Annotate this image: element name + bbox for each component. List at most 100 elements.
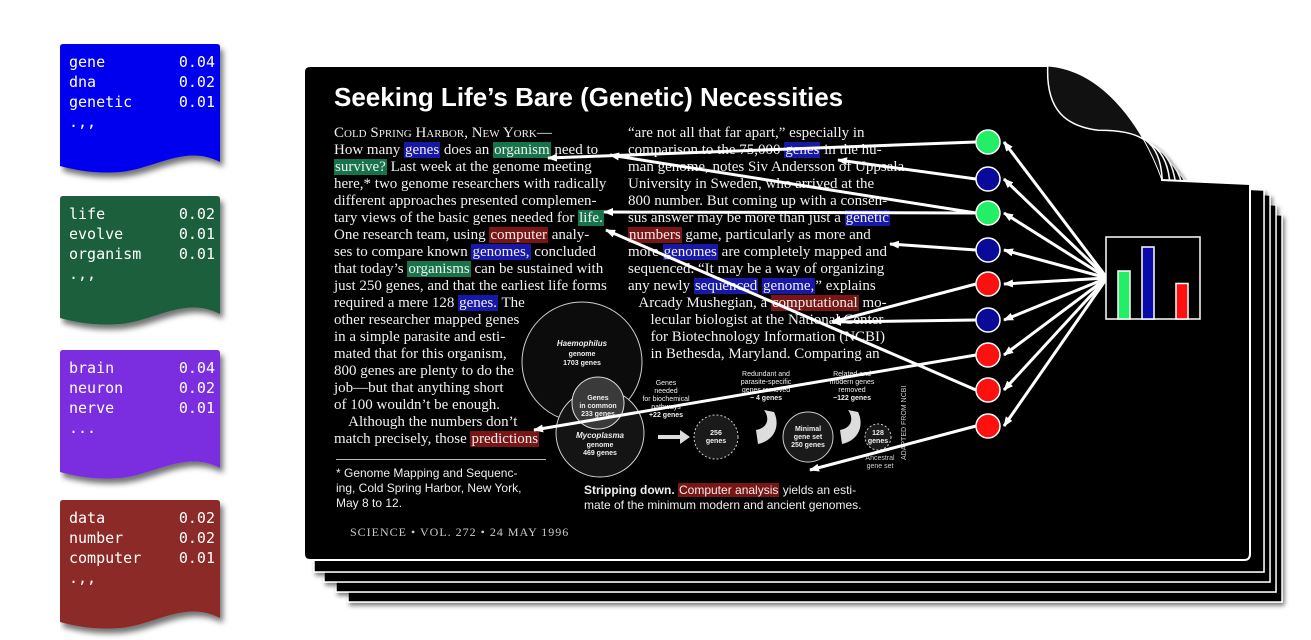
proportion-to-node-arrow [1002,277,1109,427]
article-text: any newly [628,278,694,294]
note-redundant: Redundant and [742,371,790,378]
ancestral-label: gene set [867,463,894,470]
minimal-label: 250 genes [791,442,825,449]
article-line: University in Sweden, who arrived at the [628,176,918,193]
topic-word-row: number 0.02 [69,528,215,548]
ancestral-128-label: 128 [872,430,884,437]
topic-assignment-node [975,307,1001,333]
footnote-line: May 8 to 12. [336,496,403,510]
proportion-to-node-arrow [1002,177,1109,280]
minimal-label: Minimal [795,426,821,433]
topic-proportion-bar [1117,270,1131,320]
article-text: need to [550,142,599,158]
topic-assignment-node [975,271,1001,297]
article-line: of 100 wouldn’t be enough. [334,397,609,414]
footnote-line: ing, Cold Spring Harbor, New York, [336,481,522,495]
article-line: How many genes does an organism need to [334,142,609,159]
ancestral-label: Ancestral [865,455,895,462]
caption-highlight: Computer analysis [678,483,780,497]
article-text: different approaches presented complemen… [334,193,597,209]
article-line: different approaches presented complemen… [334,193,609,210]
common-label: in common [579,403,616,410]
topic-proportion-bars [1117,246,1189,320]
note-redundant: parasite-specific [741,379,792,386]
topic-term: evolve [69,225,124,243]
topic-weight: 0.02 [178,529,215,547]
article-text: analy- [548,227,590,243]
article-text: How many [334,142,404,158]
topic-weight: 0.02 [178,205,215,223]
mycoplasma-label: Mycoplasma [576,431,625,440]
article-line: here,* two genome researchers with radic… [334,176,609,193]
highlighted-word-blue: genomes, [471,244,531,260]
article-line: mated that for this organism, [334,346,609,363]
node-to-word-arrow [809,424,977,472]
topic-term: data [69,509,106,527]
highlighted-word-blue: genes [404,142,441,158]
article-text: in a simple parasite and esti- [334,329,506,345]
article-text: match precisely, those [334,431,471,447]
highlighted-word-red: numbers [628,227,682,243]
highlighted-word-red: predictions [470,431,540,447]
figure-credit: ADAPTED FROM NCBI [901,386,908,460]
proportion-to-node-arrow [1002,276,1109,392]
caption-rest: yields an esti- [779,483,857,497]
article-line: just 250 genes, and that the earliest li… [334,278,609,295]
node-to-word-arrow [603,208,977,217]
note-pathways: for biochemical [642,396,690,403]
article-line: “are not all that far apart,” especially… [628,125,918,142]
article-text: One research team, using [334,227,490,243]
topic-weight: 0.04 [178,53,215,71]
haemophilus-label: genome [569,351,596,358]
topic-term: dna [69,73,97,91]
gene-set-256-label: 256 [710,430,722,437]
proportion-to-node-arrow [1003,276,1108,357]
topic-term: number [69,529,124,547]
topic-card-data-analysis-shape [60,500,220,629]
article-line: that today’s organisms can be sustained … [334,261,609,278]
article-text: job—but that anything short [334,380,504,396]
article-text: 800 genes are plenty to do the [334,363,514,379]
topic-term: brain [69,359,115,377]
topic-more: .,, [69,568,215,588]
flow-arrow-3 [840,410,861,444]
footnote-rule [336,459,546,460]
topic-assignment-node [975,237,1001,263]
topic-term: neuron [69,379,124,397]
page-curl [1047,65,1163,181]
article-left-column: Cold Spring Harbor, New York— How many g… [334,125,609,448]
topic-weight: 0.02 [178,509,215,527]
topic-weight: 0.01 [178,225,215,243]
note-related: −122 genes [833,395,871,402]
article-text: “are not all that far apart,” especially… [628,125,865,141]
proportion-to-node-arrow [1003,276,1108,322]
highlighted-word-green: organisms [407,261,471,277]
assignment-arrows [533,140,1109,472]
topic-assignment-node [975,413,1001,439]
caption-bold: Stripping down. [584,483,675,497]
topic-word-row: evolve 0.01 [69,224,215,244]
article-text: game, particularly as more and [681,227,871,243]
topic-more: .,, [69,112,215,132]
topic-term: life [69,205,106,223]
caption-line-2: mate of the minimum modern and ancient g… [584,498,862,512]
gene-set-256 [693,414,739,460]
haemophilus-label: Haemophilus [557,339,608,348]
article-line: ses to compare known genomes, concluded [334,244,609,261]
node-to-word-arrow [831,282,977,324]
topic-weight: 0.02 [178,379,215,397]
common-label: Genes [587,395,609,402]
flow-arrow-1 [658,430,690,444]
note-related: Related and [833,371,871,378]
article-title: Seeking Life’s Bare (Genetic) Necessitie… [334,82,844,112]
article-text: mo- [858,295,887,311]
